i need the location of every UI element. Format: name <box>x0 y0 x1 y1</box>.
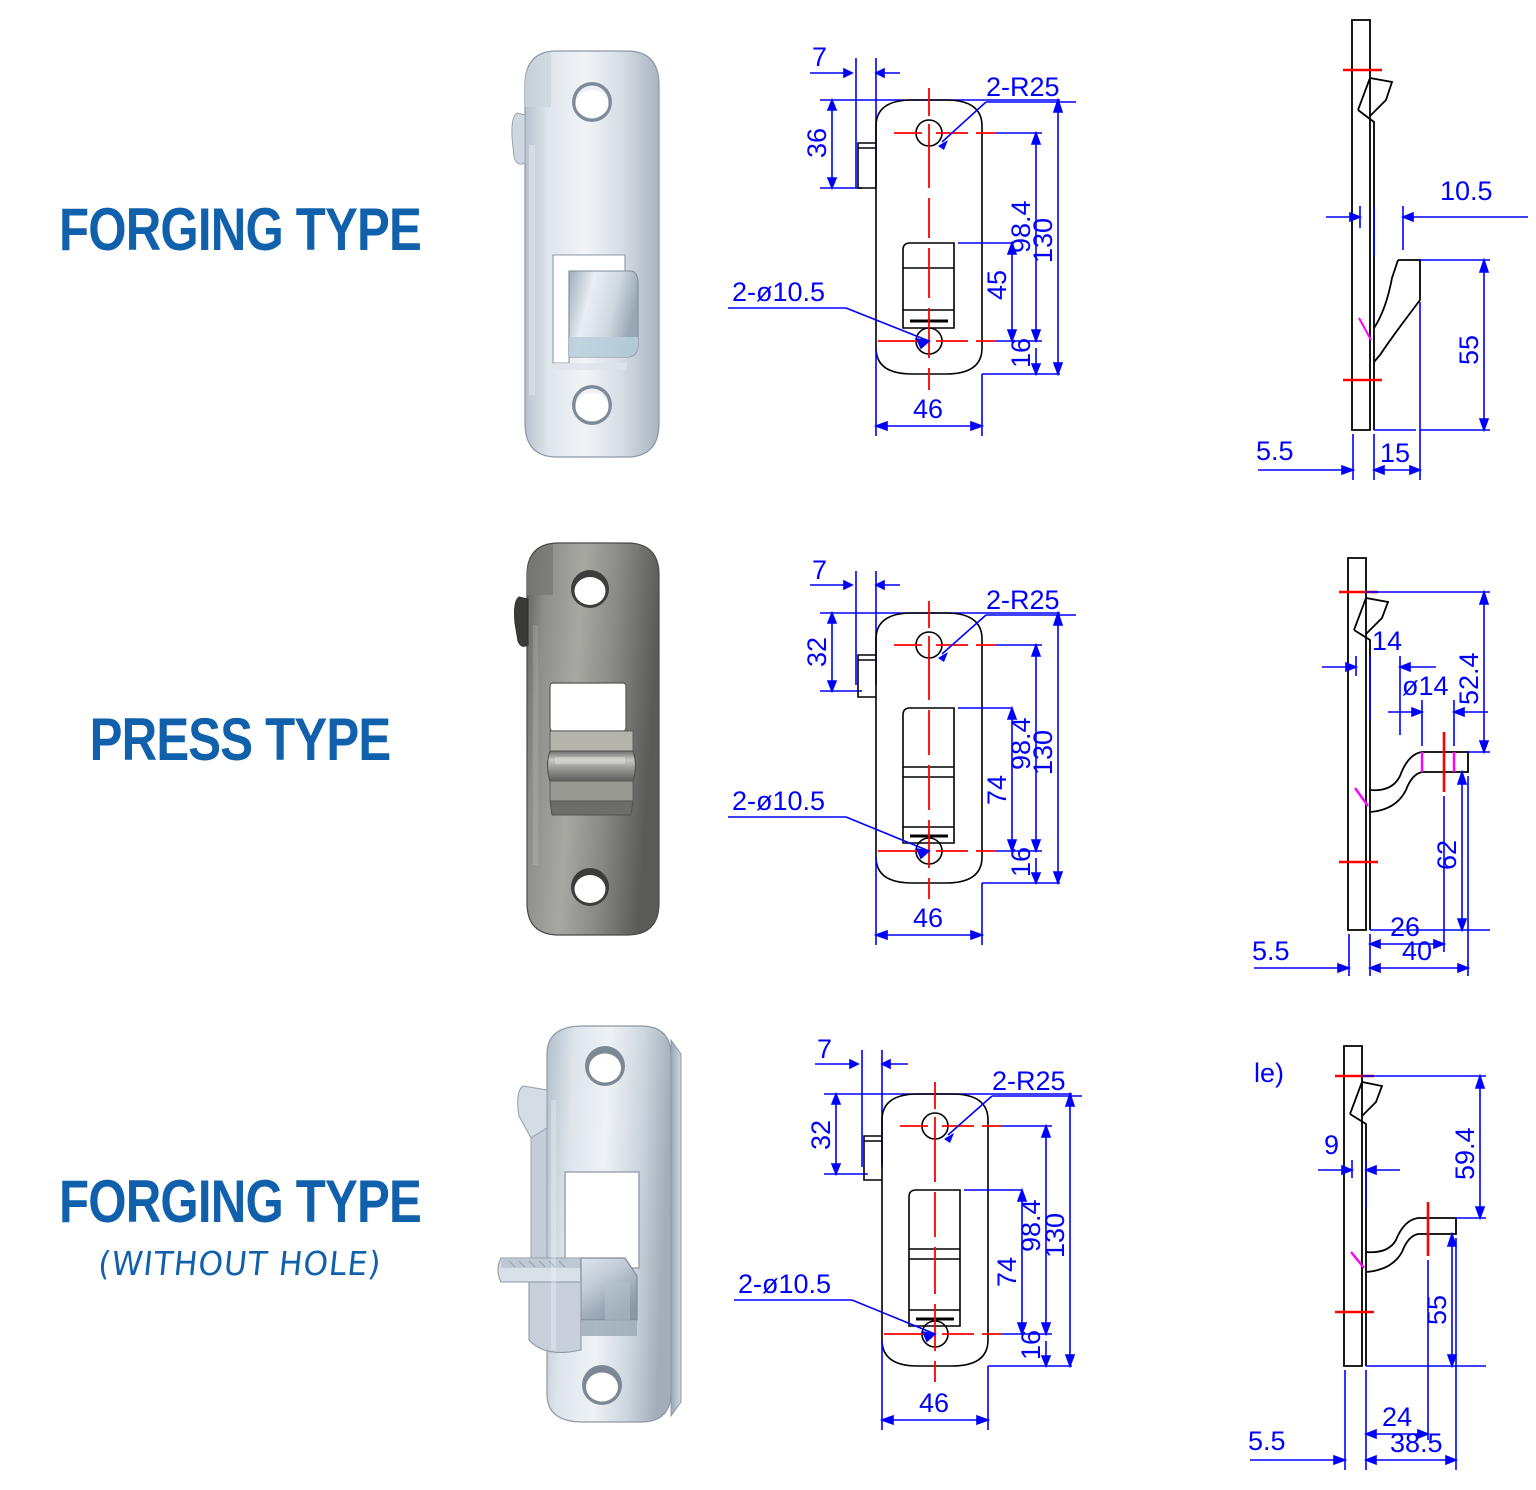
dim-tab-projection-1: 14 <box>1372 626 1402 656</box>
dim-radius-note-2: 2-R25 <box>992 1066 1066 1096</box>
front-view-drawing-0: 7 36 <box>728 38 1100 458</box>
product-photo-1 <box>495 535 705 945</box>
product-photo-2 <box>485 1020 715 1440</box>
dim-center-distance-0: 98.4 <box>1006 200 1036 253</box>
dim-feature-height-2: 74 <box>992 1257 1022 1287</box>
front-view-drawing-1: 7 32 <box>728 555 1100 965</box>
dim-hole-note-0: 2-ø10.5 <box>732 277 825 307</box>
dim-width-2: 46 <box>919 1388 949 1418</box>
row-title-0: FORGING TYPE <box>59 196 422 263</box>
dim-hook-projection-1: 40 <box>1402 936 1432 966</box>
dim-offset-top-left-0: 7 <box>812 42 827 72</box>
dim-hook-projection-2: 38.5 <box>1390 1428 1443 1458</box>
row-subtitle-2: (WITHOUT HOLE) <box>96 1244 384 1283</box>
dim-upper-height-1: 52.4 <box>1454 652 1484 705</box>
side-view-drawing-1: 14 ø14 52.4 62 5.5 26 40 <box>1240 540 1530 980</box>
dim-bottom-hole-offset-1: 16 <box>1006 847 1036 877</box>
dim-tab-projection-2: 9 <box>1324 1130 1339 1160</box>
dim-overall-length-1: 130 <box>1028 730 1058 775</box>
dim-plate-thickness-2: 5.5 <box>1248 1426 1286 1456</box>
dim-center-distance-1: 98.4 <box>1006 717 1036 770</box>
row-title-2: FORGING TYPE <box>59 1168 422 1235</box>
row-title-1: PRESS TYPE <box>89 706 392 773</box>
dim-center-distance-2: 98.4 <box>1016 1199 1046 1252</box>
side-view-drawing-2: le) <box>1240 1020 1530 1480</box>
product-row-press-type: PRESS TYPE <box>0 510 1536 1000</box>
dim-feature-height-1: 74 <box>982 775 1012 805</box>
dim-overall-length-2: 130 <box>1040 1213 1070 1258</box>
dim-hook-height-2: 55 <box>1422 1295 1452 1325</box>
dim-radius-note-1: 2-R25 <box>986 585 1060 615</box>
front-view-drawing-2: 7 32 <box>734 1032 1120 1452</box>
side-view-note-2: le) <box>1254 1058 1284 1088</box>
dim-offset-top-left-2: 7 <box>817 1034 832 1064</box>
dim-plate-thickness-1: 5.5 <box>1252 936 1290 966</box>
dim-hole-note-1: 2-ø10.5 <box>732 786 825 816</box>
row-label-block-1: PRESS TYPE <box>0 710 480 770</box>
dim-bottom-hole-offset-2: 16 <box>1016 1330 1046 1360</box>
dim-inner-projection-2: 24 <box>1382 1402 1412 1432</box>
dim-overall-length-0: 130 <box>1028 218 1058 263</box>
dim-hook-height-1: 62 <box>1432 840 1462 870</box>
dim-roller-dia-1: ø14 <box>1402 671 1449 701</box>
dim-width-0: 46 <box>913 394 943 424</box>
side-view-drawing-0: 10.5 55 5.5 15 <box>1240 10 1530 490</box>
dim-upper-height-2: 59.4 <box>1450 1127 1480 1180</box>
product-row-forging-type: FORGING TYPE <box>0 0 1536 510</box>
dim-offset-top-left-1: 7 <box>812 555 827 585</box>
dim-tab-height-1: 32 <box>802 637 832 667</box>
dim-tab-height-0: 36 <box>802 128 832 158</box>
dim-hook-projection-0: 15 <box>1380 438 1410 468</box>
product-row-forging-type-without-hole: FORGING TYPE (WITHOUT HOLE) <box>0 1000 1536 1490</box>
dim-tab-height-2: 32 <box>806 1120 836 1150</box>
dim-inner-projection-1: 26 <box>1390 912 1420 942</box>
dim-radius-note-0: 2-R25 <box>986 72 1060 102</box>
dim-plate-thickness-0: 5.5 <box>1256 436 1294 466</box>
dim-feature-height-0: 45 <box>982 270 1012 300</box>
dim-hook-height-0: 55 <box>1454 335 1484 365</box>
row-label-block-2: FORGING TYPE (WITHOUT HOLE) <box>0 1168 480 1284</box>
dim-tab-projection-0: 10.5 <box>1440 176 1493 206</box>
dim-bottom-hole-offset-0: 16 <box>1006 338 1036 368</box>
dim-hole-note-2: 2-ø10.5 <box>738 1269 831 1299</box>
dim-width-1: 46 <box>913 903 943 933</box>
row-label-block-0: FORGING TYPE <box>0 200 480 260</box>
product-photo-0 <box>495 45 705 465</box>
